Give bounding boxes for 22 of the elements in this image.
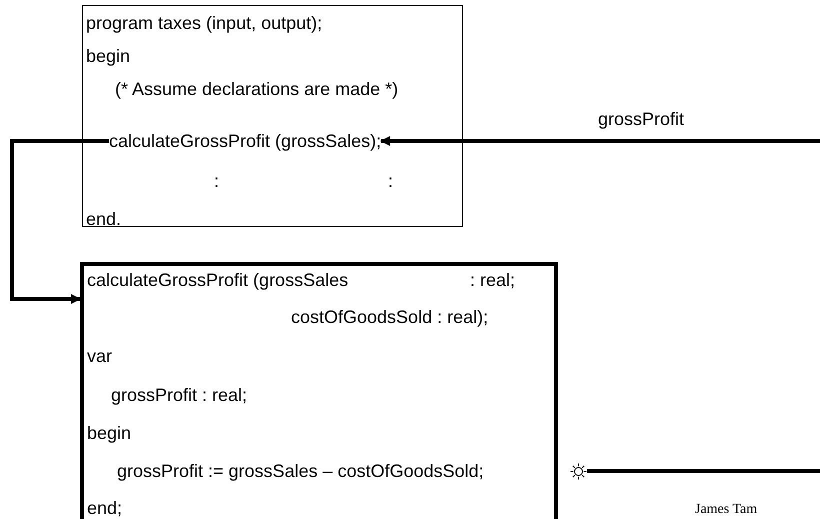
- code-line: grossProfit : real;: [111, 384, 248, 406]
- code-line: : real;: [470, 269, 516, 291]
- connector-line: [587, 469, 820, 473]
- code-line: calculateGrossProfit (grossSales: [87, 269, 348, 291]
- code-line: var: [87, 345, 112, 367]
- code-line: begin: [86, 45, 130, 67]
- code-box: [80, 262, 558, 519]
- author-name: James Tam: [695, 502, 758, 518]
- code-line: costOfGoodsSold : real);: [291, 306, 488, 328]
- code-line: end;: [87, 497, 122, 519]
- arrow: [380, 136, 820, 146]
- sun-icon: [570, 463, 587, 480]
- code-line: :: [214, 170, 220, 192]
- code-line: begin: [87, 422, 132, 444]
- code-line: end.: [86, 208, 122, 230]
- code-line: grossProfit := grossSales – costOfGoodsSold;: [117, 460, 484, 482]
- arrow: [10, 139, 109, 304]
- code-box: [82, 5, 463, 227]
- code-line: program taxes (input, output);: [86, 12, 322, 34]
- code-line: (* Assume declarations are made *): [115, 78, 398, 100]
- code-line: :: [388, 170, 394, 192]
- code-line: calculateGrossProfit (grossSales);: [109, 130, 382, 152]
